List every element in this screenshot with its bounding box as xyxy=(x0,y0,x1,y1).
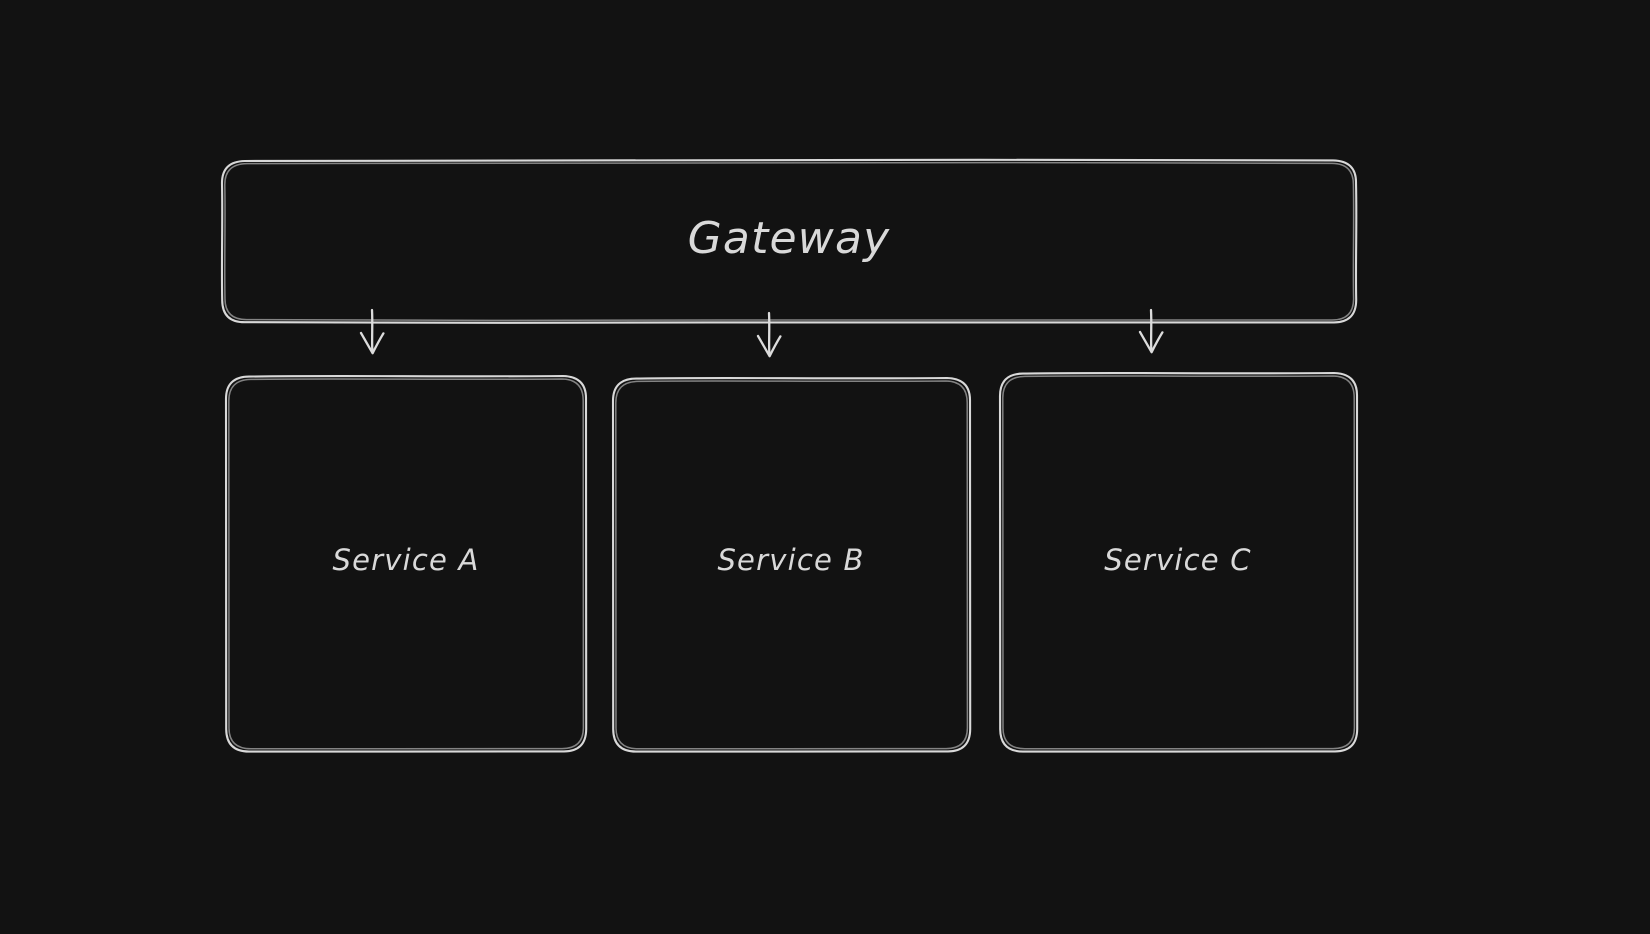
node-service-a-fill xyxy=(226,376,586,752)
node-service-a-border-echo xyxy=(227,378,585,750)
node-gateway-fill xyxy=(222,160,1356,323)
node-service-c[interactable]: Service C xyxy=(998,371,1359,753)
node-service-b-fill xyxy=(613,378,970,752)
node-gateway-border-echo xyxy=(223,161,1355,322)
node-service-b-border-echo xyxy=(614,380,969,750)
node-service-a-label: Service A xyxy=(332,543,479,577)
node-service-a[interactable]: Service A xyxy=(224,374,588,753)
node-service-a-border xyxy=(224,374,588,753)
node-service-b[interactable]: Service B xyxy=(611,376,972,753)
node-service-c-border-echo xyxy=(1001,375,1356,750)
node-gateway-label: Gateway xyxy=(688,213,891,264)
node-service-b-border xyxy=(611,376,972,753)
node-service-c-border xyxy=(998,371,1359,753)
edge-gateway-to-service-a-arrowhead xyxy=(359,331,385,355)
node-service-c-fill xyxy=(1000,373,1357,752)
node-service-c-label: Service C xyxy=(1104,543,1251,577)
edge-gateway-to-service-c[interactable] xyxy=(1138,308,1164,354)
edge-gateway-to-service-b-arrowhead xyxy=(756,334,782,358)
node-gateway[interactable]: Gateway xyxy=(220,158,1358,324)
edge-gateway-to-service-c-arrowhead xyxy=(1138,330,1164,354)
edge-gateway-to-service-a[interactable] xyxy=(359,308,385,355)
edge-gateway-to-service-b[interactable] xyxy=(756,311,782,358)
node-service-b-label: Service B xyxy=(717,543,864,577)
node-gateway-border xyxy=(220,158,1358,324)
